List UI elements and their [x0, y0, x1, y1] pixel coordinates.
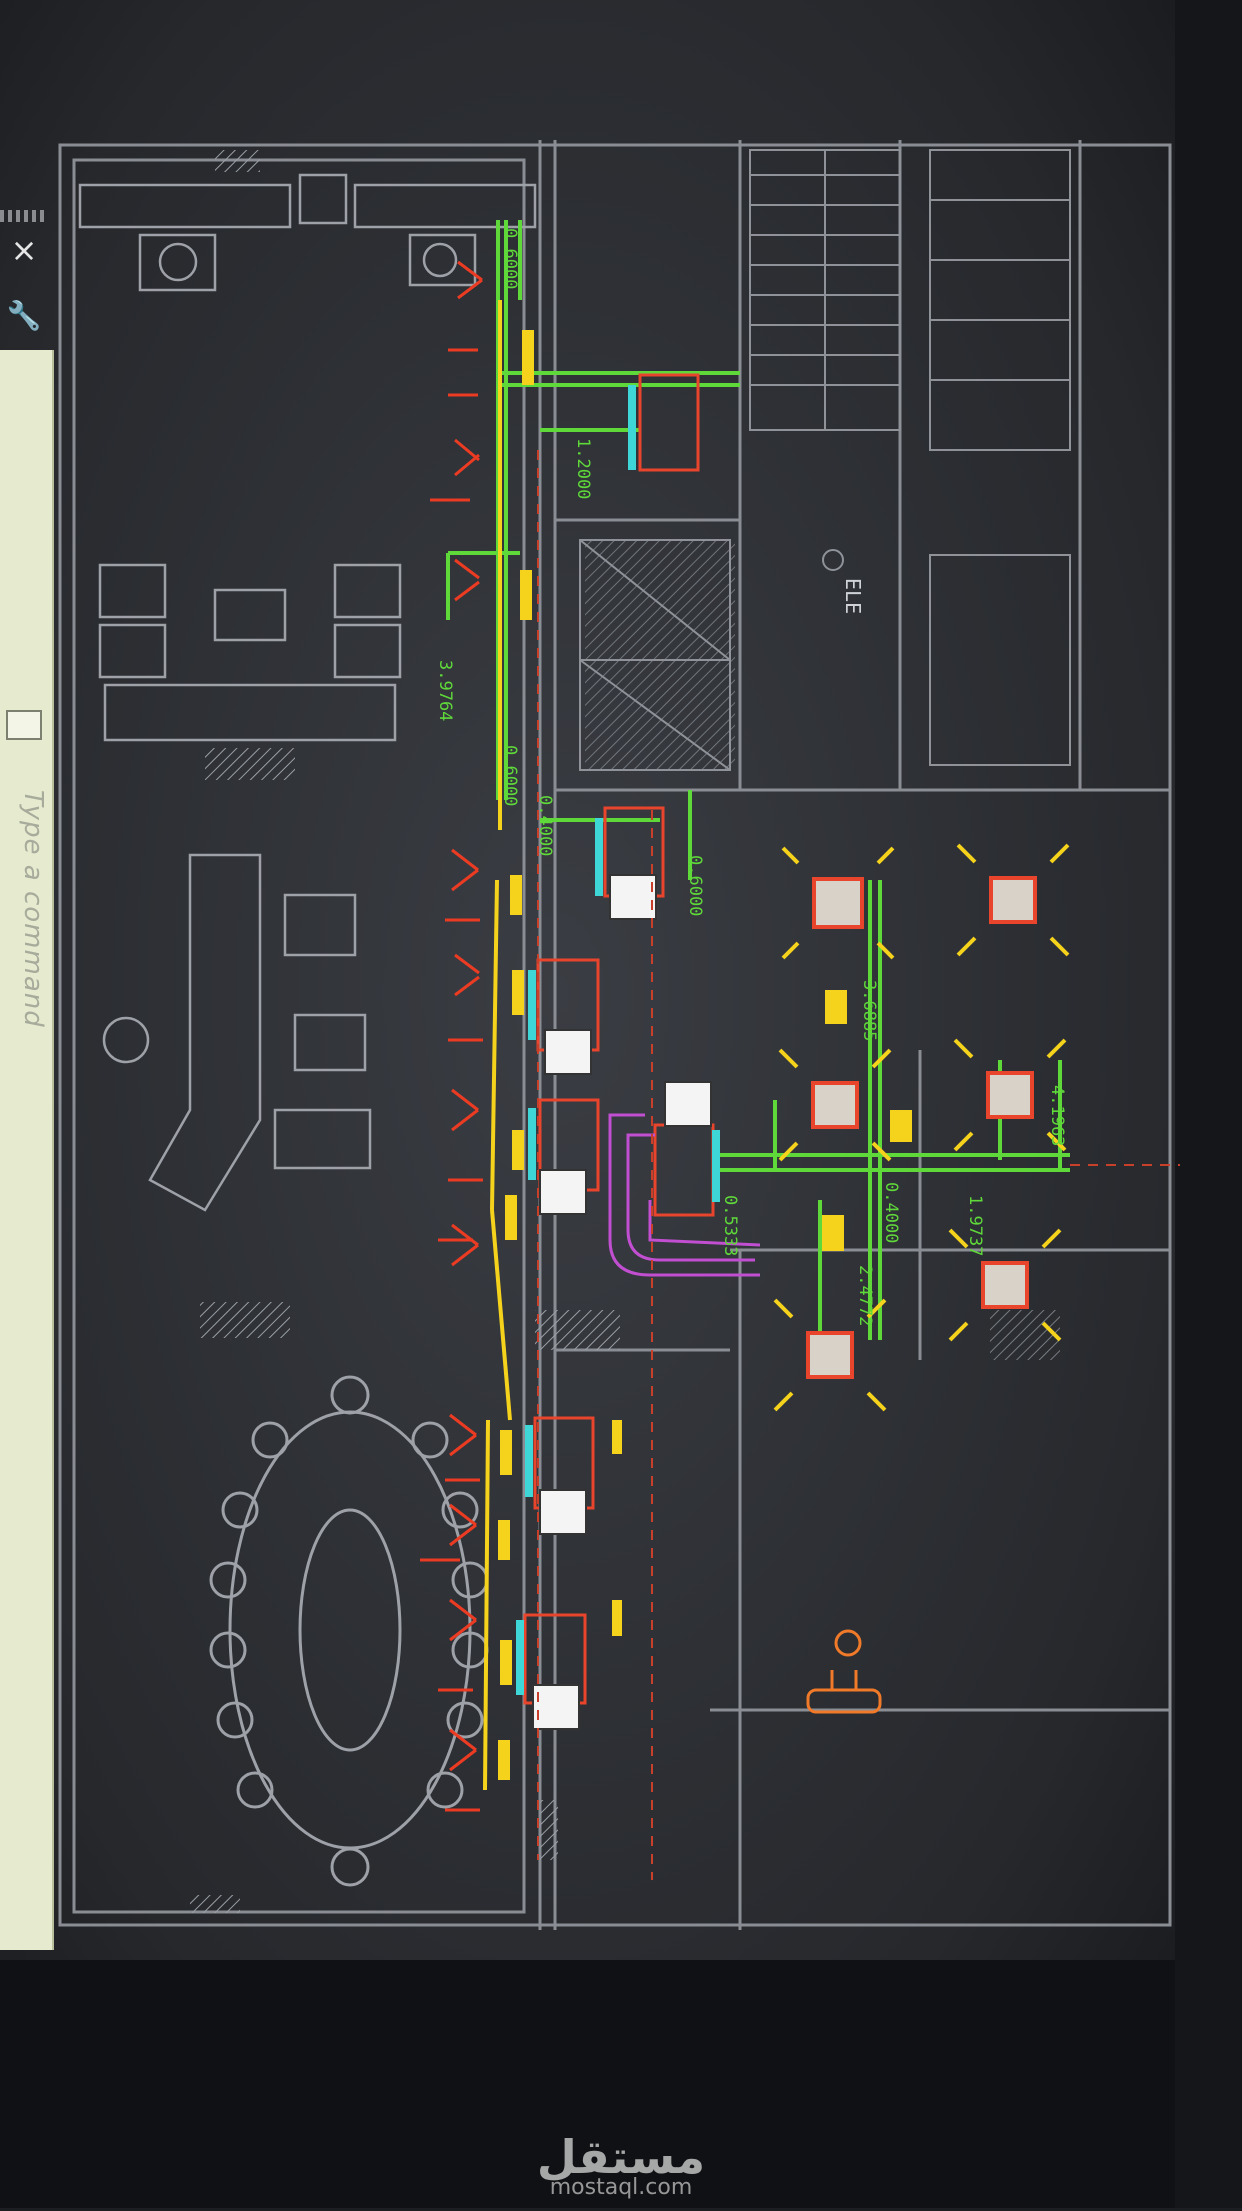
- dim-label: 0.5333: [720, 1195, 740, 1256]
- command-history-icon[interactable]: [6, 710, 42, 740]
- ceiling-diffusers: [773, 843, 1070, 1412]
- lounge-sofa-top: [78, 173, 537, 292]
- dim-label: 0.4000: [881, 1182, 901, 1243]
- dim-label: 1.2000: [573, 438, 593, 499]
- dim-label: 0.4000: [535, 795, 555, 856]
- dim-label: 3.6885: [859, 980, 879, 1041]
- level-mark: ELE: [841, 578, 865, 614]
- magenta-pipe: [608, 1113, 761, 1277]
- dim-label: 1.9737: [965, 1195, 985, 1256]
- command-input[interactable]: Type a command: [18, 790, 48, 1028]
- stair-core: [579, 149, 1071, 771]
- close-icon[interactable]: ×: [10, 231, 38, 269]
- cyan-unit-strips: [516, 385, 720, 1695]
- meeting-table: [209, 1375, 489, 1887]
- sofa-set-middle: [98, 563, 402, 742]
- hatched-walls: [190, 150, 1060, 1913]
- customize-wrench-icon[interactable]: 🔧: [6, 299, 42, 332]
- dim-label: 0.6000: [500, 228, 520, 289]
- dim-label: 0.6000: [500, 745, 520, 806]
- dim-label: 4.1963: [1047, 1085, 1067, 1146]
- yellow-tags: [498, 330, 912, 1780]
- watermark-url: mostaql.com: [549, 2175, 693, 2200]
- command-line-panel[interactable]: Type a command: [0, 350, 54, 1950]
- ductwork-yellow: [483, 300, 512, 1791]
- panel-grip[interactable]: [0, 210, 48, 222]
- watermark-logo: مستقل: [536, 2130, 706, 2184]
- orange-fixture: [806, 1629, 882, 1714]
- red-diffusers: [420, 260, 483, 1812]
- dimension-labels: 0.6000 1.2000 3.9764 0.6000 0.4000 0.600…: [435, 228, 1067, 1326]
- red-dashed-lines: [537, 450, 1180, 1880]
- unit-labels: [532, 874, 712, 1730]
- dim-label: 3.9764: [435, 660, 455, 721]
- bottom-bezel: [0, 1960, 1242, 2208]
- reception-counter: [102, 853, 372, 1212]
- dim-label: 2.4772: [855, 1265, 875, 1326]
- dim-label: 0.6000: [685, 855, 705, 916]
- right-bezel: [1175, 0, 1242, 2208]
